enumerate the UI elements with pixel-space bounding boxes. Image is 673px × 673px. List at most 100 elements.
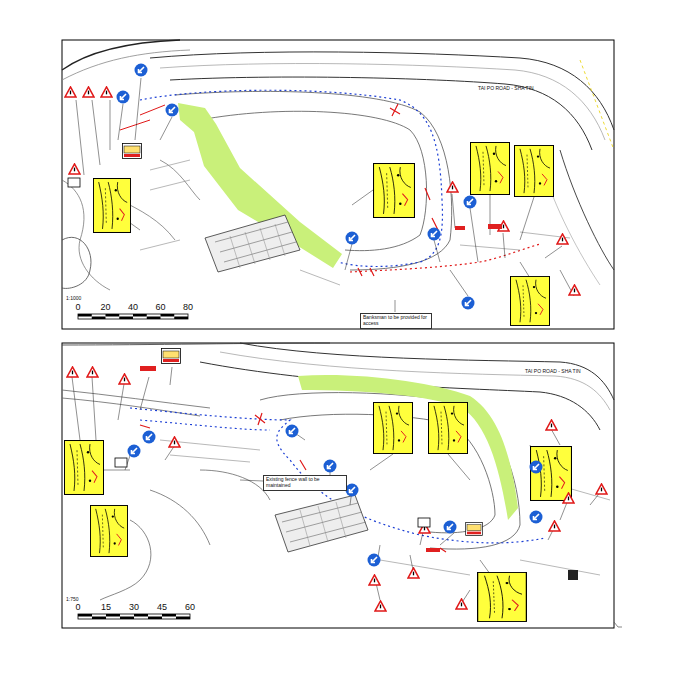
- road-name: TAI PO ROAD - SHA TIN: [478, 86, 534, 91]
- keep-left-sign: [128, 445, 141, 458]
- building: [205, 215, 300, 272]
- barrier-marks: [120, 105, 165, 130]
- warning-sign: [563, 493, 574, 503]
- green-area: [298, 375, 518, 520]
- plate-sign: [418, 518, 430, 527]
- detail-inset: [531, 447, 572, 501]
- plate-sign: [68, 178, 80, 187]
- keep-left-sign: [286, 425, 299, 438]
- keep-left-sign: [530, 511, 543, 524]
- detail-inset: [511, 276, 550, 325]
- keep-left-sign: [368, 554, 381, 567]
- road-edge: [170, 77, 592, 150]
- warning-sign: [65, 87, 76, 97]
- keep-left-sign: [143, 431, 156, 444]
- note-box: Existing fence wall to be maintained: [263, 475, 347, 491]
- leader-lines: [112, 190, 534, 278]
- road-lane: [160, 64, 605, 140]
- road-edge: [62, 50, 190, 80]
- lamp-sign: [162, 349, 181, 364]
- warning-sign: [549, 521, 560, 531]
- scale-number: 0: [75, 303, 80, 312]
- warning-sign: [83, 87, 94, 97]
- panel-frame: [62, 40, 614, 329]
- scale-number: 45: [157, 603, 167, 612]
- detail-inset: [478, 572, 527, 621]
- building: [275, 495, 368, 552]
- warning-sign: [101, 87, 112, 97]
- road-edge: [62, 40, 180, 70]
- barrier-board: [426, 548, 440, 552]
- scale-number: 80: [183, 303, 193, 312]
- keep-left-sign: [464, 196, 477, 209]
- lamp-sign: [123, 144, 142, 159]
- road-name: TAI PO ROAD - SHA TIN: [525, 369, 581, 374]
- detail-inset: [471, 142, 510, 194]
- panel-frame: [62, 343, 614, 628]
- note-box: Banksman to be provided for access: [360, 313, 432, 329]
- keep-left-sign: [324, 460, 337, 473]
- site-lines: [160, 440, 610, 575]
- scale-number: 60: [185, 603, 195, 612]
- scale-number: 60: [155, 303, 165, 312]
- lamp-sign: [466, 522, 483, 535]
- warning-sign: [69, 164, 80, 174]
- scale-number: 30: [129, 603, 139, 612]
- note-text: Banksman to be provided for access: [363, 315, 429, 327]
- leader-lines: [72, 367, 602, 604]
- warning-sign: [447, 182, 458, 192]
- panel-top: [62, 40, 614, 329]
- warning-sign: [169, 437, 180, 447]
- keep-left-sign: [135, 64, 148, 77]
- keep-left-sign: [117, 91, 130, 104]
- keep-left-sign: [444, 521, 457, 534]
- scale-ratio: 1:1000: [66, 296, 81, 301]
- warning-sign: [569, 285, 580, 295]
- detail-inset: [374, 164, 415, 218]
- warning-sign: [87, 367, 98, 377]
- scale-number: 40: [128, 303, 138, 312]
- warning-sign: [67, 367, 78, 377]
- scale-number: 0: [75, 603, 80, 612]
- road-edge: [62, 390, 210, 416]
- scale-number: 20: [100, 303, 110, 312]
- barrier-board: [455, 226, 465, 230]
- warning-sign: [456, 599, 467, 609]
- road-edge: [62, 343, 330, 345]
- keep-left-sign: [428, 228, 441, 241]
- keep-left-sign: [530, 461, 543, 474]
- warning-sign: [546, 420, 557, 430]
- site-lines: [62, 160, 200, 290]
- road-edge: [560, 150, 614, 270]
- plate-sign: [115, 458, 127, 467]
- detail-inset: [515, 145, 554, 196]
- detail-inset: [65, 441, 104, 495]
- barrier-board: [140, 366, 156, 371]
- panel-bottom: [62, 343, 622, 628]
- scale-number: 15: [101, 603, 111, 612]
- warning-sign: [369, 575, 380, 585]
- site-lines: [62, 237, 91, 288]
- barrier-marks: [358, 104, 438, 276]
- keep-left-sign: [166, 104, 179, 117]
- scale-bar: [78, 314, 188, 319]
- marker-block: [568, 570, 578, 580]
- scale-bar: [78, 614, 190, 619]
- detail-inset: [374, 402, 413, 453]
- red-route: [350, 244, 540, 272]
- keep-left-sign: [346, 484, 359, 497]
- keep-left-sign: [462, 297, 475, 310]
- leader-lines: [104, 454, 506, 596]
- keep-left-sign: [346, 232, 359, 245]
- yellow-line: [580, 60, 614, 150]
- barrier-board: [488, 224, 502, 229]
- detail-inset: [429, 402, 468, 453]
- leader-lines: [76, 78, 574, 296]
- detail-inset: [90, 505, 127, 556]
- warning-sign: [375, 601, 386, 611]
- warning-sign: [408, 568, 419, 578]
- warning-sign: [596, 484, 607, 494]
- blue-route: [140, 420, 270, 430]
- corner-mark: [614, 622, 622, 627]
